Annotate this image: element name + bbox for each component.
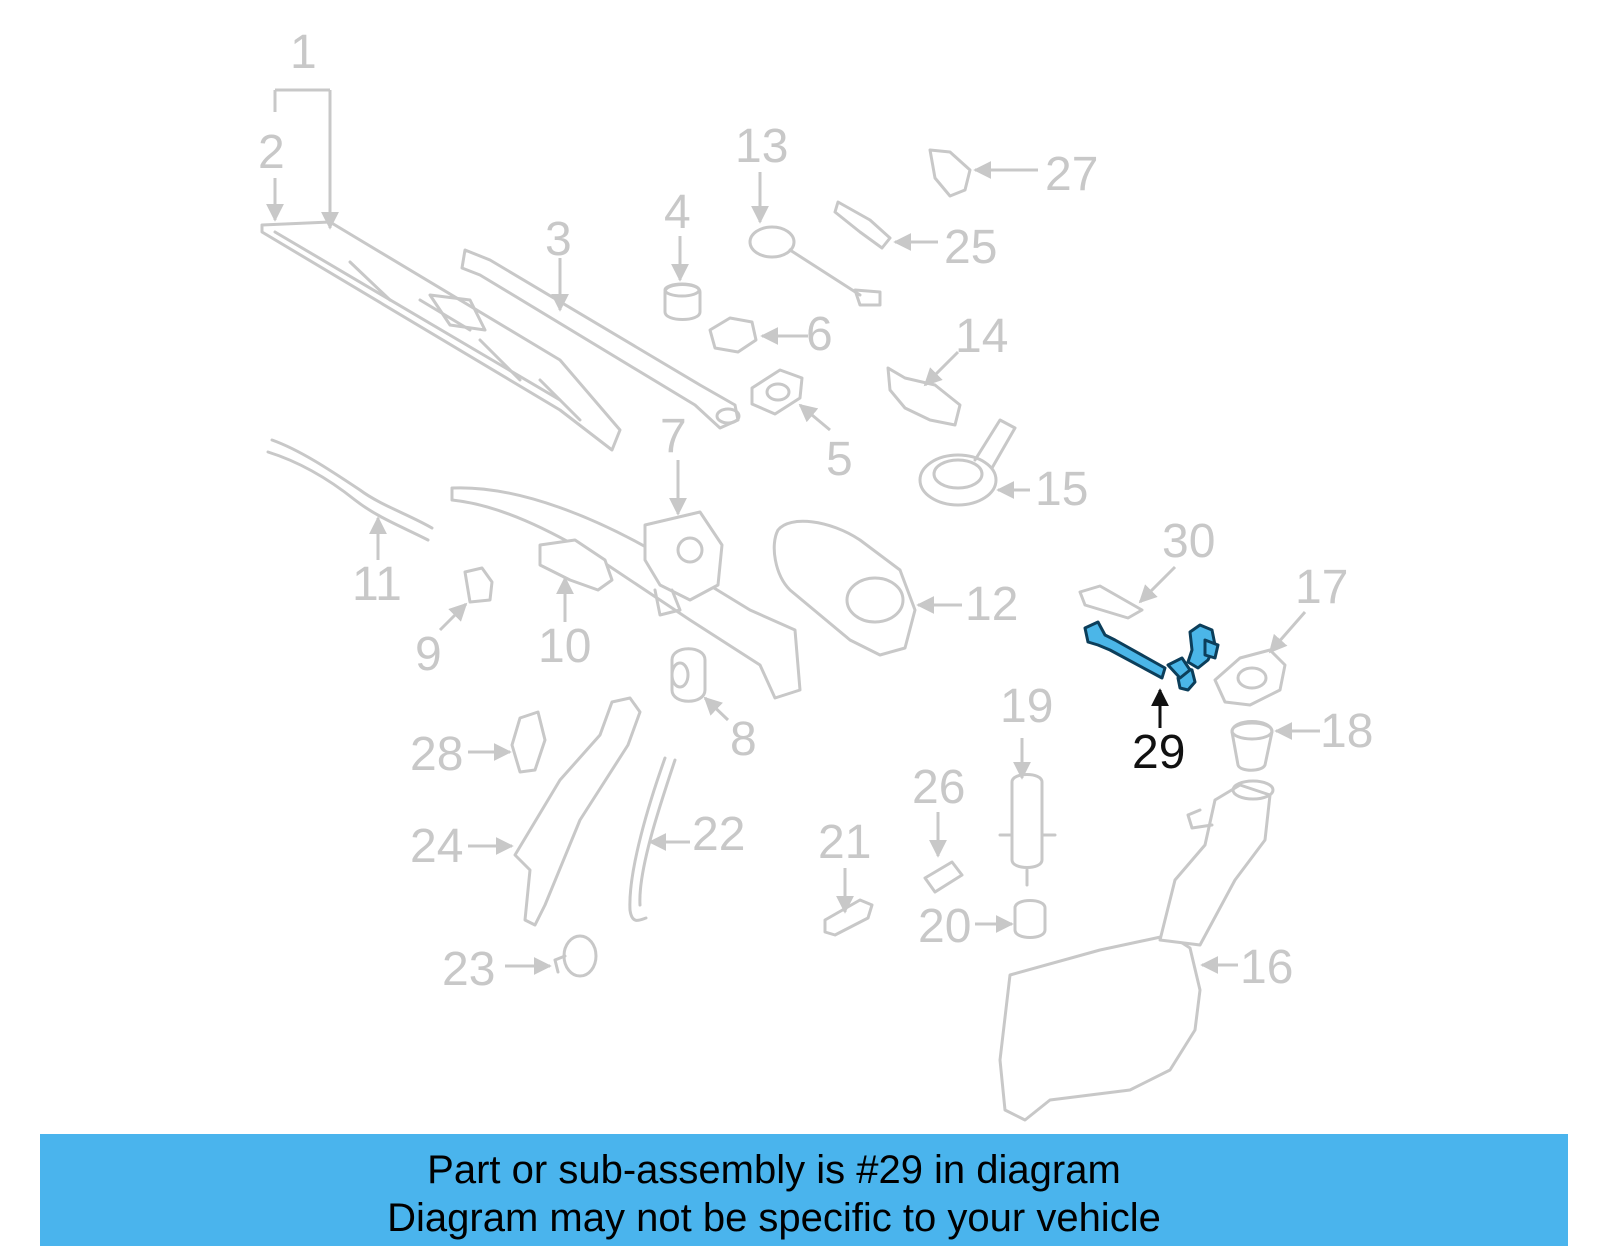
linkage-part-7 bbox=[450, 486, 802, 700]
pump-part-19 bbox=[998, 773, 1057, 887]
hose-part-22 bbox=[628, 756, 677, 922]
motor-part-12 bbox=[772, 519, 917, 657]
label-21: 21 bbox=[818, 816, 871, 869]
label-11: 11 bbox=[352, 558, 402, 611]
label-15: 15 bbox=[1035, 463, 1088, 516]
seal-part-5 bbox=[750, 368, 804, 416]
clip-part-9 bbox=[463, 566, 494, 604]
cap-part-4 bbox=[663, 282, 702, 321]
grommet-part-23 bbox=[553, 934, 598, 978]
label-3: 3 bbox=[545, 213, 572, 266]
reservoir-part-16 bbox=[998, 779, 1275, 1122]
banner-line-2: Diagram may not be specific to your vehi… bbox=[387, 1196, 1161, 1240]
label-22: 22 bbox=[692, 808, 745, 861]
wiper-blade-part bbox=[260, 220, 622, 452]
info-banner: Part or sub-assembly is #29 in diagram D… bbox=[40, 1134, 1568, 1246]
label-9: 9 bbox=[415, 628, 442, 681]
label-28: 28 bbox=[410, 728, 463, 781]
label-2: 2 bbox=[258, 126, 285, 179]
bushing-part-8 bbox=[670, 647, 707, 703]
label-16: 16 bbox=[1240, 941, 1293, 994]
cap-part-20 bbox=[1013, 899, 1047, 939]
label-13: 13 bbox=[735, 120, 788, 173]
sensor-part-13 bbox=[748, 225, 882, 307]
cowl-part-24 bbox=[513, 696, 642, 927]
label-17: 17 bbox=[1295, 561, 1348, 614]
label-24: 24 bbox=[410, 820, 463, 873]
label-6: 6 bbox=[806, 308, 833, 361]
grommet-part-17 bbox=[1213, 648, 1287, 707]
label-20: 20 bbox=[918, 900, 971, 953]
label-12: 12 bbox=[965, 578, 1018, 631]
label-26: 26 bbox=[912, 761, 965, 814]
label-14: 14 bbox=[955, 310, 1008, 363]
label-7: 7 bbox=[660, 410, 687, 463]
nozzle-part-27 bbox=[928, 148, 972, 198]
label-27: 27 bbox=[1045, 148, 1098, 201]
label-29: 29 bbox=[1132, 726, 1185, 779]
nozzle-part-21 bbox=[823, 898, 874, 937]
mount-part-10 bbox=[538, 538, 614, 592]
label-18: 18 bbox=[1320, 705, 1373, 758]
label-25: 25 bbox=[944, 221, 997, 274]
cup-part-18 bbox=[1230, 720, 1274, 772]
clip-part-28 bbox=[510, 710, 547, 774]
label-23: 23 bbox=[442, 943, 495, 996]
label-10: 10 bbox=[538, 620, 591, 673]
label-1: 1 bbox=[290, 26, 317, 79]
label-8: 8 bbox=[730, 713, 757, 766]
label-5: 5 bbox=[826, 433, 853, 486]
label-30: 30 bbox=[1162, 515, 1215, 568]
hose-part-11 bbox=[266, 438, 434, 542]
bracket-part-14 bbox=[886, 366, 962, 427]
pad-part-30 bbox=[1078, 584, 1144, 620]
label-4: 4 bbox=[664, 186, 691, 239]
nut-part-6 bbox=[708, 316, 758, 354]
filter-part-26 bbox=[923, 860, 964, 894]
wiper-arm-part bbox=[460, 248, 741, 430]
banner-line-1: Part or sub-assembly is #29 in diagram bbox=[427, 1148, 1121, 1192]
clip-part-25 bbox=[833, 200, 892, 250]
highlighted-part-29 bbox=[1083, 620, 1220, 692]
grommet-part-15 bbox=[918, 418, 1017, 507]
label-19: 19 bbox=[1000, 680, 1053, 733]
leader-1-2 bbox=[266, 88, 339, 230]
